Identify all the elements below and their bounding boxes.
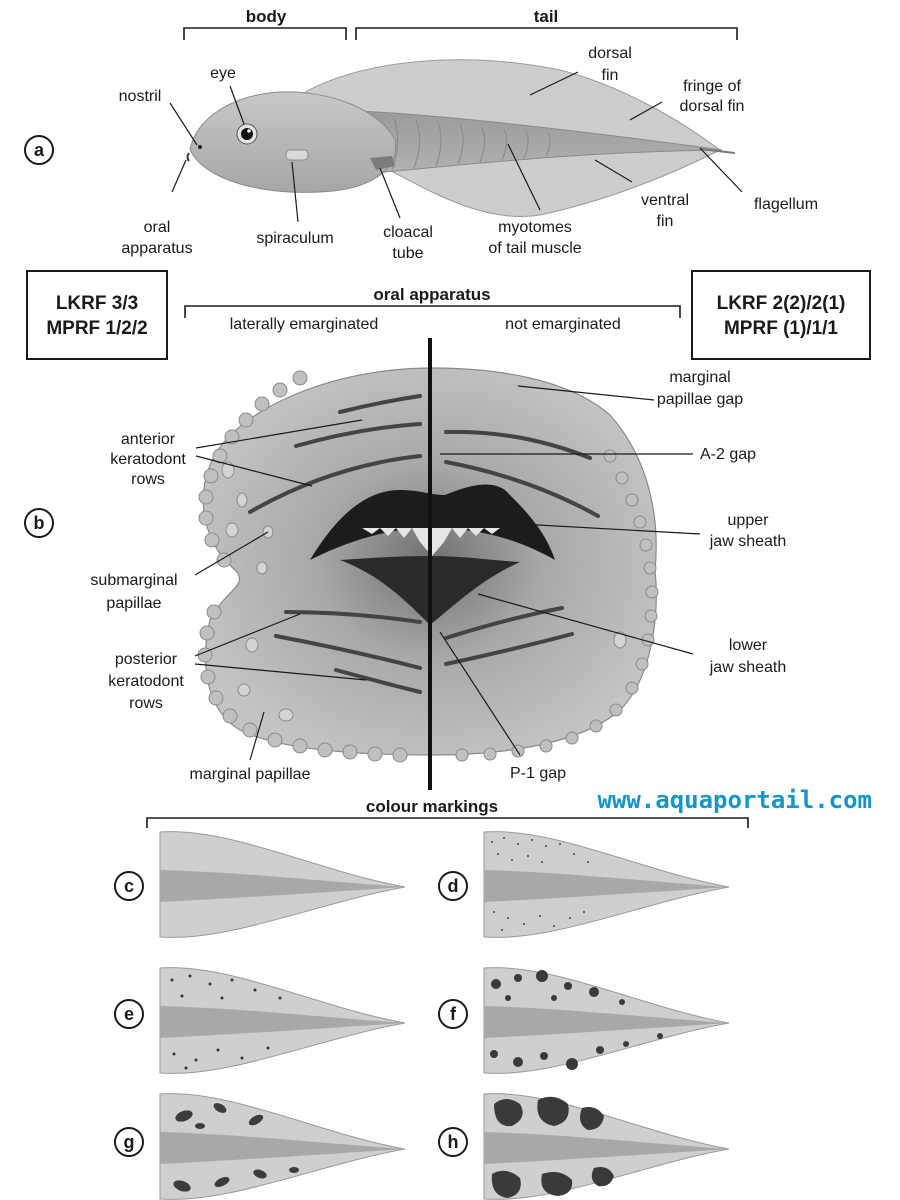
colour-letters: c d e f g h <box>114 871 468 1157</box>
label-anterior-1: anterior <box>121 431 176 448</box>
label-oral-apparatus-2: apparatus <box>121 240 192 257</box>
label-myotomes-1: myotomes <box>498 219 572 236</box>
tail-marking-f <box>483 967 730 1074</box>
oral-apparatus-shape <box>186 152 190 162</box>
tail-e-dots <box>170 974 282 1070</box>
label-marginal-gap-2: papillae gap <box>657 391 743 408</box>
nostril-shape <box>198 145 202 149</box>
marginal-papillae-bumps <box>197 370 659 763</box>
label-flagellum: flagellum <box>754 196 818 213</box>
left-formula-box <box>26 270 168 360</box>
panel-a-leaders <box>169 71 743 223</box>
panel-b-letter: b <box>34 513 45 533</box>
tail-d-fine-speckles <box>491 837 589 931</box>
oral-apparatus-bracket <box>184 305 681 318</box>
panel-b: LKRF 3/3 MPRF 1/2/2 LKRF 2(2)/2(1) MPRF … <box>24 270 871 790</box>
label-oral-apparatus-1: oral <box>144 219 171 236</box>
label-anterior-3: rows <box>131 471 165 488</box>
label-anterior-2: keratodont <box>110 451 186 468</box>
tail-bracket <box>355 27 738 40</box>
tail-marking-c <box>159 831 406 938</box>
letter-h: h <box>448 1132 459 1152</box>
label-fringe-2: dorsal fin <box>680 98 745 115</box>
subheader-not-emarginated: not emarginated <box>505 316 621 333</box>
letter-e: e <box>124 1004 134 1024</box>
oral-disc <box>197 338 659 790</box>
subheader-laterally-emarginated: laterally emarginated <box>230 316 379 333</box>
label-cloacal-tube-1: cloacal <box>383 224 433 241</box>
letter-g: g <box>124 1132 135 1152</box>
label-p1-gap: P-1 gap <box>510 765 566 782</box>
tail-g-mottles <box>173 1103 299 1192</box>
letter-c: c <box>124 876 134 896</box>
spiraculum-shape <box>285 149 309 161</box>
panel-a: body tail a <box>24 7 818 262</box>
flagellum-shape <box>699 148 736 154</box>
label-marginal-gap-1: marginal <box>669 369 730 386</box>
tail-f-spots <box>490 970 663 1070</box>
label-a2-gap: A-2 gap <box>700 446 756 463</box>
tadpole-lateral-view <box>186 59 736 217</box>
label-cloacal-tube-2: tube <box>392 245 423 262</box>
panel-b-leaders <box>194 385 701 761</box>
submarginal-papillae-shapes <box>221 461 627 722</box>
left-formula-line-2: MPRF 1/2/2 <box>46 318 147 339</box>
left-formula-line-1: LKRF 3/3 <box>56 293 138 314</box>
label-submarginal-1: submarginal <box>90 572 177 589</box>
label-posterior-3: rows <box>129 695 163 712</box>
label-dorsal-fin-1: dorsal <box>588 45 632 62</box>
label-submarginal-2: papillae <box>106 595 161 612</box>
colour-markings-bracket <box>146 817 749 828</box>
panel-a-letter: a <box>34 140 45 160</box>
tail-marking-d <box>483 831 730 938</box>
header-body: body <box>246 7 287 26</box>
header-colour-markings: colour markings <box>366 797 498 816</box>
label-lower-jaw-2: jaw sheath <box>709 659 787 676</box>
tail-marking-e <box>159 967 406 1074</box>
label-dorsal-fin-2: fin <box>602 67 619 84</box>
label-marginal-papillae: marginal papillae <box>190 766 311 783</box>
upper-jaw-sheath-shape <box>310 484 555 560</box>
right-formula-line-1: LKRF 2(2)/2(1) <box>717 293 846 314</box>
label-ventral-fin-1: ventral <box>641 192 689 209</box>
label-nostril: nostril <box>119 88 162 105</box>
colour-markings-panel: colour markings <box>114 797 749 1200</box>
label-lower-jaw-1: lower <box>729 637 768 654</box>
tail-marking-g <box>159 1093 406 1200</box>
header-tail: tail <box>534 7 559 26</box>
label-spiraculum: spiraculum <box>256 230 333 247</box>
letter-f: f <box>450 1004 457 1024</box>
label-posterior-1: posterior <box>115 651 178 668</box>
label-ventral-fin-2: fin <box>657 213 674 230</box>
right-formula-line-2: MPRF (1)/1/1 <box>724 318 838 339</box>
header-oral-apparatus: oral apparatus <box>373 285 490 304</box>
label-eye: eye <box>210 65 236 82</box>
label-fringe-1: fringe of <box>683 78 741 95</box>
cloacal-tube-shape <box>370 156 395 170</box>
right-formula-box <box>691 270 871 360</box>
panel-a-letter-circle <box>24 135 54 165</box>
tail-muscle-shape <box>329 109 723 176</box>
tail-h-blotches <box>491 1096 614 1198</box>
label-upper-jaw-1: upper <box>728 512 770 529</box>
body-bracket <box>183 27 347 40</box>
label-myotomes-2: of tail muscle <box>488 240 581 257</box>
label-posterior-2: keratodont <box>108 673 184 690</box>
watermark: www.aquaportail.com <box>597 786 872 814</box>
letter-d: d <box>448 876 459 896</box>
tail-marking-h <box>483 1093 730 1200</box>
keratodont-rows <box>248 394 600 694</box>
label-upper-jaw-2: jaw sheath <box>709 533 787 550</box>
panel-b-letter-circle <box>24 508 54 538</box>
